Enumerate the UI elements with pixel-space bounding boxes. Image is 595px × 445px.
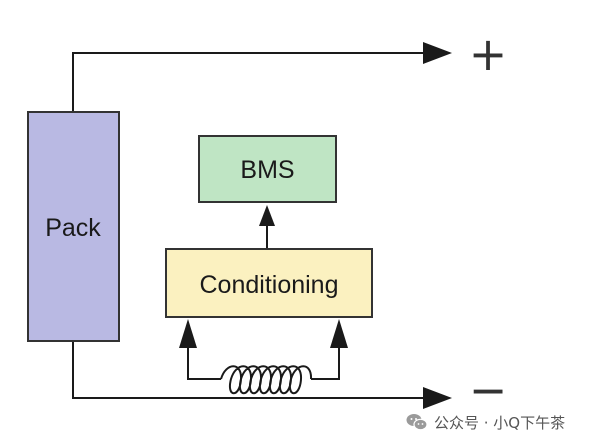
sense-lead-right [311,340,340,380]
negative-terminal: − [469,363,508,417]
positive-arrowhead [423,42,452,64]
negative-arrowhead [423,387,452,409]
conditioning-label: Conditioning [200,271,339,299]
sense-arrowhead-left [179,319,197,348]
conditioning-box [165,248,373,318]
bms-label: BMS [240,156,294,184]
positive-terminal: + [469,27,508,81]
negative-wire [72,342,440,399]
watermark-text: 公众号 · 小Q下午茶 [434,413,566,432]
sense-arrowhead-right [330,319,348,348]
sense-lead-left [187,340,221,380]
conditioning-to-bms-arrowhead [259,205,275,226]
wechat-icon [406,413,428,431]
watermark: 公众号 · 小Q下午茶 [406,410,565,434]
positive-wire [72,52,440,112]
shunt-coil [220,365,313,395]
pack-box [27,111,120,342]
bms-box [198,135,337,203]
pack-label: Pack [45,214,101,242]
